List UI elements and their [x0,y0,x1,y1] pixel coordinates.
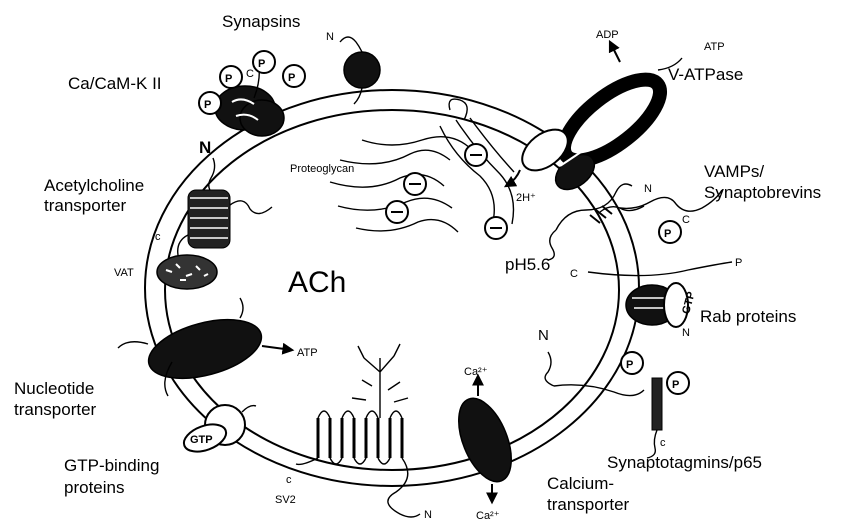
proteoglycan-label: Proteoglycan [290,163,354,175]
n-terminal-label: N [424,509,432,521]
sv2-protein [296,344,420,517]
svg-text:P: P [664,228,671,240]
phosphate-group: P [621,352,643,374]
vamps-label-line2: Synaptobrevins [704,183,821,202]
calcium-transporter-protein [448,376,522,502]
phosphate-group: P [199,92,221,114]
phosphate-group: P [667,372,689,394]
nucleotide-transporter-label-line1: Nucleotide [14,379,94,398]
atp-label-top: ATP [704,41,725,53]
synaptotagmins-label: Synaptotagmins/p65 [607,453,762,472]
vat-protein [157,255,217,289]
phosphate-group: P [220,66,242,88]
adp-label: ADP [596,29,619,41]
svg-text:P: P [672,379,679,391]
svg-text:P: P [204,99,211,111]
synapsins-label: Synapsins [222,12,300,31]
v-atpase-protein [515,42,682,197]
gtp-binding-label-line1: GTP-binding [64,456,159,475]
svg-text:P: P [626,359,633,371]
c-terminal-label: c [660,437,666,449]
c-terminal-label: C [682,214,690,226]
v-atpase-label: V-ATPase [668,65,743,84]
n-terminal-label: N [682,327,690,339]
negative-charge [485,217,507,239]
camk-label: Ca/CaM-K II [68,74,162,93]
vat-label: VAT [114,267,134,279]
n-terminal-label: N [538,327,549,344]
svg-text:P: P [258,58,265,70]
c-terminal-label: c [155,231,161,243]
ach-label: ACh [288,266,346,299]
c-terminal-label: c [286,474,292,486]
proteoglycan-chains [330,99,514,232]
ph-label: pH5.6 [505,255,550,274]
calcium-transporter-label-line2: transporter [547,495,630,514]
n-terminal-label: N [326,31,334,43]
n-terminal-label: N [199,138,211,157]
calcium-transporter-label-line1: Calcium- [547,474,614,493]
calcium-bottom-label: Ca²⁺ [476,510,500,521]
rab-proteins-label: Rab proteins [700,307,796,326]
sv2-label: SV2 [275,494,296,506]
proton-arrow [506,170,520,186]
atp-label-left: ATP [297,347,318,359]
gtp-binding-label-line2: proteins [64,478,124,497]
synaptotagmin-protein [545,352,662,458]
nucleotide-transporter-protein [118,298,292,396]
phosphate-group: P [283,65,305,87]
negative-charge [465,144,487,166]
ach-transporter-label-line1: Acetylcholine [44,176,144,195]
ach-transporter-label-line2: transporter [44,196,127,215]
n-terminal-label: N [644,183,652,195]
c-terminal-label: C [246,68,254,80]
nucleotide-transporter-label-line2: transporter [14,400,97,419]
vamps-label-line1: VAMPs/ [704,162,764,181]
phosphate-group: P [253,51,275,73]
phosphate-group: P [659,221,681,243]
negative-charge [386,201,408,223]
calcium-top-label: Ca²⁺ [464,366,488,378]
two-protons-label: 2H⁺ [516,192,536,204]
p-terminal-label: P [735,257,742,269]
gtp-binding-protein: GTP [180,405,256,457]
svg-text:GTP: GTP [190,434,213,446]
c-terminal-label: C [570,268,578,280]
svg-text:P: P [288,72,295,84]
negative-charge [404,173,426,195]
svg-text:P: P [225,73,232,85]
